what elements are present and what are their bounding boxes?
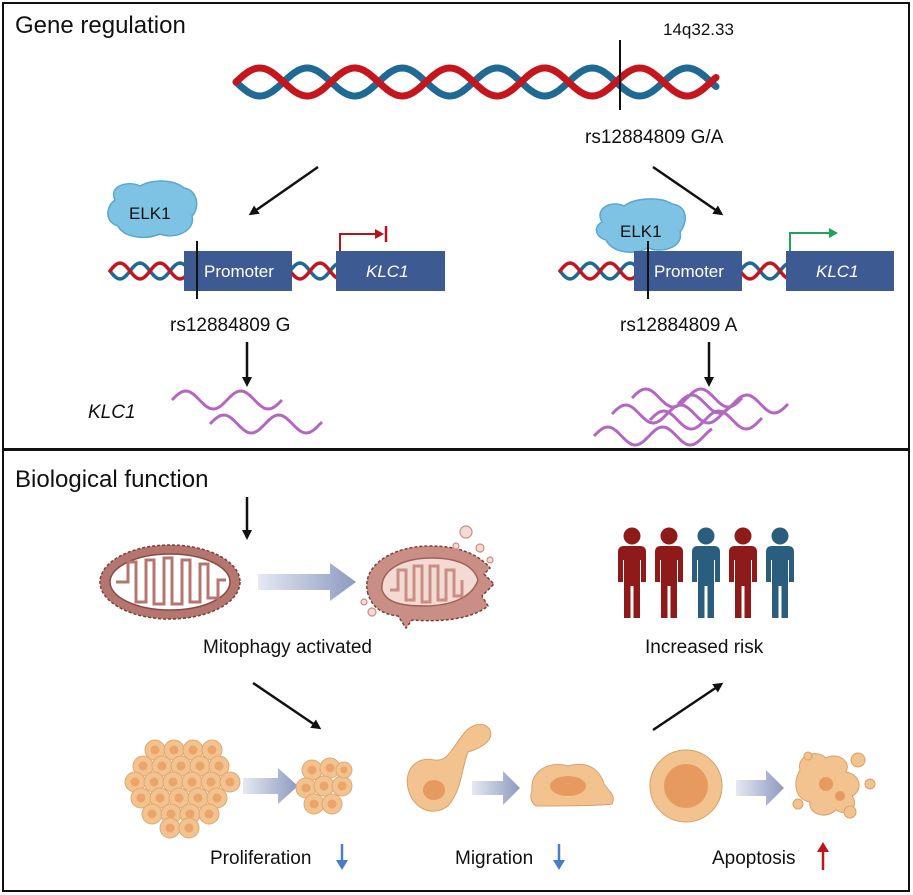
mrna-strand bbox=[610, 403, 733, 425]
mrna-strand bbox=[170, 389, 284, 411]
tumor-cell bbox=[331, 775, 353, 797]
promoter-box-right bbox=[634, 251, 742, 291]
tumor-cell bbox=[321, 793, 343, 815]
mrna-strand bbox=[208, 413, 324, 435]
migrating-cell bbox=[406, 723, 492, 812]
elk1-protein-right bbox=[595, 198, 686, 253]
proliferation-label: Proliferation bbox=[210, 848, 311, 869]
mitochondrion-damaged bbox=[360, 525, 496, 630]
gene-box-right bbox=[786, 251, 894, 291]
repressed-tss-arrow bbox=[339, 233, 382, 251]
allele-label-left: rs12884809 G bbox=[170, 315, 290, 336]
tumor-cell bbox=[335, 761, 353, 779]
tumor-cell bbox=[303, 793, 325, 815]
person-icon bbox=[766, 527, 794, 618]
arrow-to-cell-outcomes bbox=[252, 681, 322, 730]
risk-label: Increased risk bbox=[645, 637, 764, 658]
locus-label: 14q32.33 bbox=[663, 20, 734, 39]
person-icon bbox=[692, 527, 720, 618]
tumor-cell bbox=[178, 817, 200, 839]
transcript-label-left: KLC1 bbox=[88, 402, 136, 423]
mitophagy-label: Mitophagy activated bbox=[203, 637, 372, 658]
tumor-cell bbox=[198, 803, 220, 825]
mrna-left bbox=[170, 389, 324, 435]
biological-function-panel bbox=[2, 449, 910, 892]
tumor-cell bbox=[187, 787, 209, 809]
tumor-cell bbox=[143, 771, 165, 793]
cell-cluster-large bbox=[124, 739, 241, 839]
dna-strand-red bbox=[232, 64, 720, 100]
promoter-label-left: Promoter bbox=[204, 262, 274, 281]
migration-down-arrow bbox=[553, 844, 565, 870]
tumor-cell bbox=[200, 771, 222, 793]
person-icon bbox=[729, 527, 757, 618]
apoptosis-label: Apoptosis bbox=[712, 848, 795, 869]
snp-label-main: rs12884809 G/A bbox=[585, 127, 724, 148]
arrow-to-risk bbox=[652, 682, 724, 732]
activated-tss-arrow bbox=[789, 232, 832, 251]
tumor-cell bbox=[301, 759, 323, 781]
elk1-label-right: ELK1 bbox=[620, 222, 662, 241]
spread-cell bbox=[530, 763, 614, 807]
tumor-cell bbox=[219, 771, 241, 793]
tumor-cell bbox=[132, 755, 154, 777]
activated-tss-head bbox=[829, 228, 838, 238]
tumor-cell bbox=[206, 787, 228, 809]
healthy-cell bbox=[649, 749, 723, 823]
allele-label-right: rs12884809 A bbox=[620, 315, 738, 336]
tumor-cell bbox=[124, 771, 146, 793]
arrow-to-a-allele bbox=[652, 165, 724, 216]
tumor-cell bbox=[319, 757, 341, 779]
gene-label-right: KLC1 bbox=[816, 262, 859, 281]
arrow-proliferation bbox=[243, 768, 298, 804]
migration-label: Migration bbox=[455, 848, 533, 869]
promoter-box-left bbox=[184, 251, 292, 291]
person-icon bbox=[655, 527, 683, 618]
arrow-mitophagy-transition bbox=[258, 563, 356, 601]
proliferation-down-arrow bbox=[336, 844, 348, 870]
apoptosis-up-arrow bbox=[817, 842, 829, 870]
arrow-migration bbox=[472, 771, 520, 805]
dna-helix-main bbox=[232, 64, 720, 100]
gene-label-left: KLC1 bbox=[366, 262, 409, 281]
gene-box-left bbox=[336, 251, 445, 291]
tumor-cell bbox=[181, 771, 203, 793]
arrow-apoptosis bbox=[736, 770, 784, 806]
promoter-label-right: Promoter bbox=[654, 262, 724, 281]
mrna-strand bbox=[648, 409, 764, 431]
mrna-strand bbox=[592, 425, 713, 447]
biological-function-title: Biological function bbox=[15, 466, 208, 493]
tumor-cell bbox=[182, 739, 204, 761]
mrna-right bbox=[592, 387, 790, 447]
elk1-label-left: ELK1 bbox=[129, 204, 171, 223]
mrna-strand bbox=[676, 393, 790, 415]
repressed-tss-head bbox=[375, 229, 384, 239]
tumor-cell bbox=[159, 817, 181, 839]
gene-regulation-title: Gene regulation bbox=[15, 12, 186, 39]
tumor-cell bbox=[130, 787, 152, 809]
apoptotic-cell bbox=[792, 751, 876, 819]
cell-cluster-small bbox=[295, 757, 353, 815]
mitochondrion-intact bbox=[99, 544, 241, 620]
elk1-protein-left bbox=[107, 180, 198, 239]
tumor-cell bbox=[141, 803, 163, 825]
tumor-cell bbox=[313, 775, 335, 797]
arrow-to-g-allele bbox=[248, 165, 319, 216]
population-icons bbox=[618, 527, 794, 618]
person-icon bbox=[618, 527, 646, 618]
